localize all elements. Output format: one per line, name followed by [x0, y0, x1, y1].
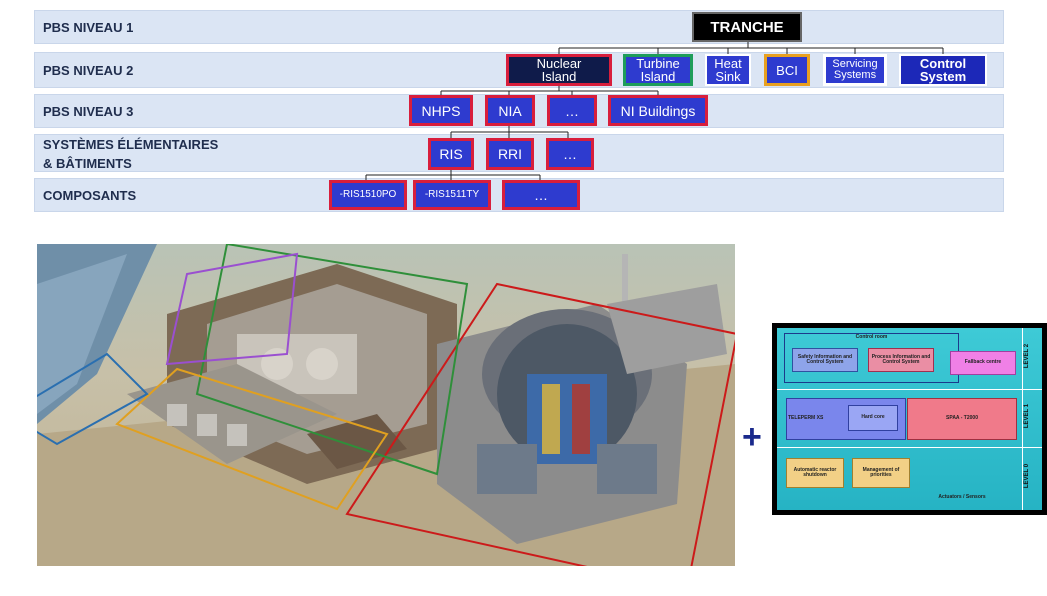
- safety-box: Safety Information and Control System: [792, 348, 858, 372]
- ni-buildings-label: NI Buildings: [620, 102, 696, 119]
- priorities-label: Management of priorities: [862, 466, 900, 478]
- servicing-label-2: Systems: [833, 69, 877, 81]
- turbine-island-box: Turbine Island: [623, 54, 693, 86]
- component-ris1511ty-label: -RIS1511TY: [424, 189, 480, 200]
- component-ris1511ty-box: -RIS1511TY: [413, 180, 491, 210]
- nhps-label: NHPS: [421, 102, 461, 119]
- bci-label: BCI: [776, 62, 798, 78]
- reactor-shutdown-box: Automatic reactor shutdown: [786, 458, 844, 488]
- rri-box: RRI: [486, 138, 534, 170]
- component-ris1510po-box: -RIS1510PO: [329, 180, 407, 210]
- level1-label: LEVEL 1: [1024, 403, 1031, 429]
- level0-label: LEVEL 0: [1024, 463, 1031, 489]
- hardcore-box: Hard core: [848, 405, 898, 431]
- level-divider-1: [777, 389, 1042, 390]
- rri-label: RRI: [497, 146, 523, 162]
- safety-label: Safety Information and Control System: [797, 353, 853, 365]
- control-room-label: Control room: [855, 334, 888, 340]
- process-box: Process Information and Control System: [868, 348, 934, 372]
- nuclear-island-box: Nuclear Island: [506, 54, 612, 86]
- control-system-box: Control System: [899, 54, 987, 86]
- level3-more-label: …: [565, 102, 579, 119]
- systems-more-box: …: [546, 138, 594, 170]
- control-label-2: System: [919, 69, 967, 84]
- row-label: PBS NIVEAU 2: [43, 63, 134, 78]
- servicing-systems-box: Servicing Systems: [823, 54, 887, 86]
- ni-buildings-box: NI Buildings: [608, 95, 708, 126]
- spaa-box: SPAA - T2000: [907, 398, 1017, 440]
- control-label-1: Control: [919, 56, 967, 71]
- row-label: PBS NIVEAU 3: [43, 104, 134, 119]
- ris-label: RIS: [439, 146, 463, 162]
- level-divider-2: [777, 447, 1042, 448]
- row-label-2: & BÂTIMENTS: [43, 156, 132, 171]
- tree-connectors: [365, 42, 944, 180]
- turbine-label-2: Island: [640, 69, 676, 84]
- nia-label: NIA: [498, 102, 522, 119]
- components-more-box: …: [502, 180, 580, 210]
- nuclear-label-1: Nuclear: [536, 56, 582, 71]
- pbs-row-niveau-1: PBS NIVEAU 1: [34, 10, 1004, 44]
- systems-more-label: …: [563, 146, 577, 162]
- hardcore-label: Hard core: [861, 414, 885, 421]
- process-label: Process Information and Control System: [871, 353, 931, 365]
- heat-sink-box: Heat Sink: [705, 54, 751, 86]
- ic-architecture-diagram: Control room Safety Information and Cont…: [772, 323, 1047, 515]
- level3-more-box: …: [547, 95, 597, 126]
- plus-sign: +: [742, 418, 762, 456]
- row-label: SYSTÈMES ÉLÉMENTAIRES: [43, 137, 219, 152]
- tranche-label: TRANCHE: [710, 18, 784, 36]
- level-column-divider: [1022, 328, 1023, 510]
- ris-box: RIS: [428, 138, 474, 170]
- row-label: COMPOSANTS: [43, 188, 137, 203]
- nia-box: NIA: [485, 95, 535, 126]
- fallback-label: Fallback centre: [964, 359, 1002, 366]
- row-label: PBS NIVEAU 1: [43, 20, 134, 35]
- fallback-box: Fallback centre: [950, 351, 1016, 375]
- reactor-shutdown-label: Automatic reactor shutdown: [793, 466, 837, 478]
- heat-label-1: Heat: [714, 56, 742, 71]
- servicing-label-1: Servicing: [832, 58, 878, 70]
- teleperm-label: TELEPERM XS: [788, 415, 824, 422]
- plant-cutaway-image: [37, 244, 735, 566]
- heat-label-2: Sink: [715, 69, 741, 84]
- component-ris1510po-label: -RIS1510PO: [339, 189, 397, 200]
- level2-label: LEVEL 2: [1024, 343, 1031, 369]
- priorities-box: Management of priorities: [852, 458, 910, 488]
- actuators-label: Actuators / Sensors: [938, 494, 986, 501]
- spaa-label: SPAA - T2000: [946, 415, 978, 422]
- tranche-box: TRANCHE: [692, 12, 802, 42]
- turbine-label-1: Turbine: [636, 56, 680, 71]
- nuclear-label-2: Island: [541, 69, 577, 84]
- nhps-box: NHPS: [409, 95, 473, 126]
- components-more-label: …: [534, 187, 548, 203]
- plant-illustration: [37, 244, 735, 566]
- bci-box: BCI: [764, 54, 810, 86]
